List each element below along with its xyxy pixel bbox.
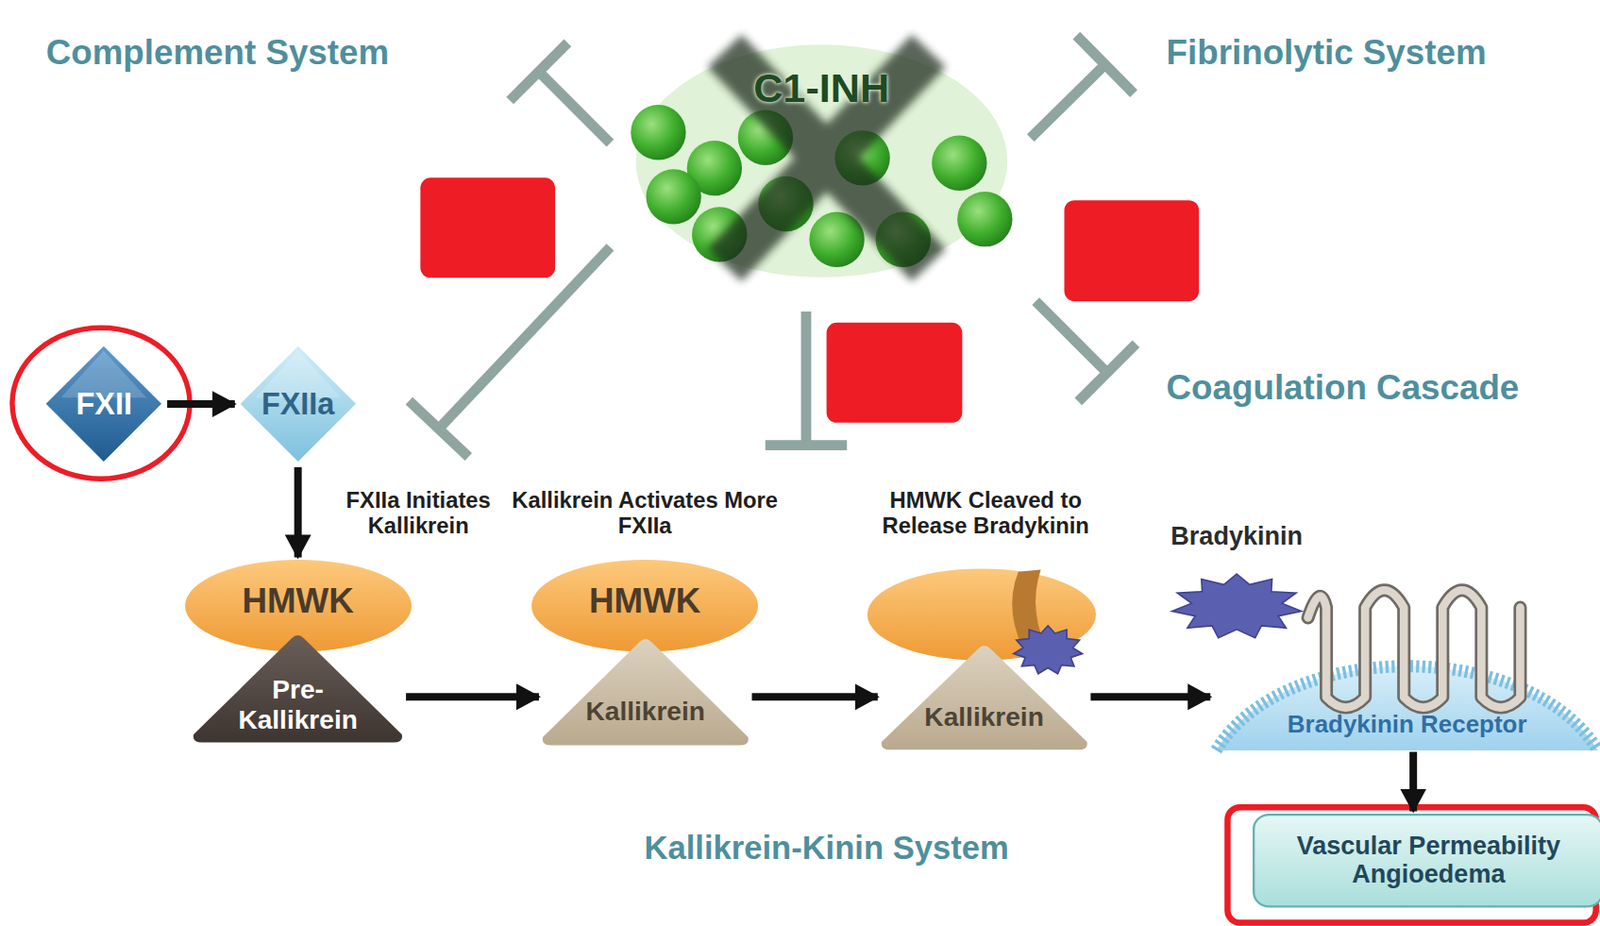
kallikrein-triangle: Kallikrein: [540, 638, 751, 746]
receptor-helix: [1308, 589, 1521, 708]
inhibition-line: [1035, 301, 1108, 373]
node-text: HMWK: [241, 581, 354, 621]
flow-arrow: [294, 467, 303, 557]
protein-ball: [630, 104, 686, 160]
receptor-membrane: Bradykinin Receptor: [1212, 587, 1600, 751]
node-text: C1-INH: [753, 65, 890, 111]
inhibition-bar: [1077, 343, 1136, 402]
ellipse: [531, 559, 758, 652]
redaction-box: [826, 322, 963, 423]
flow-arrow: [167, 400, 236, 408]
node-text: Vascular Permeability Angioedema: [1252, 831, 1600, 890]
node-text: Pre- Kallikrein: [226, 674, 370, 735]
redaction-box: [1063, 200, 1199, 302]
inhibition-bar: [509, 42, 568, 101]
node-text: FXII: [76, 387, 133, 422]
diamond: [238, 344, 357, 463]
inhibition-line: [1030, 64, 1106, 138]
kallikrein-triangle-shape: [879, 644, 1090, 750]
inhibition-line: [538, 71, 611, 144]
factor-diamond: FXII: [42, 342, 166, 466]
triangle: [881, 645, 1088, 750]
protein-ball: [645, 168, 701, 224]
triangle: [542, 639, 749, 745]
step-caption: FXIIa Initiates Kallikrein: [311, 486, 526, 539]
factor-diamond: FXIIa: [236, 342, 360, 466]
bradykinin-star: [1013, 625, 1083, 674]
protein-ball: [957, 191, 1012, 247]
system-label: Fibrinolytic System: [1166, 33, 1487, 73]
released-bradykinin: [1013, 625, 1083, 674]
flow-arrow: [752, 692, 878, 701]
outcome-box: Vascular Permeability Angioedema: [1252, 813, 1600, 908]
cross-mark: [724, 50, 928, 266]
highlight-circle: [12, 327, 190, 479]
inhibition-bar: [765, 439, 847, 451]
system-label: Coagulation Cascade: [1166, 368, 1520, 408]
inhibitor-cluster: C1-INH: [627, 40, 1016, 281]
inhibition-line: [801, 311, 812, 446]
flow-arrow: [1409, 752, 1417, 812]
halo: [635, 45, 1007, 278]
step-caption: HMWK Cleaved to Release Bradykinin: [860, 486, 1112, 539]
node-text: Kallikrein: [585, 696, 705, 726]
diamond: [45, 344, 164, 463]
star: [1172, 573, 1302, 639]
inhibition-lines: [408, 35, 1136, 457]
kallikrein-triangle: Kallikrein: [879, 644, 1090, 750]
system-label: Kallikrein-Kinin System: [561, 829, 1093, 868]
cross-mark: [724, 50, 928, 266]
node-text: Bradykinin Receptor: [1287, 710, 1528, 739]
inhibition-bar: [408, 401, 469, 457]
flow-arrow: [1090, 692, 1211, 701]
inhibition-bar: [1076, 35, 1134, 95]
prekallikrein-triangle: Pre- Kallikrein: [191, 634, 405, 743]
bradykinin-star-shape: [1171, 573, 1302, 640]
system-label: Complement System: [46, 33, 390, 73]
step-caption: Kallikrein Activates More FXIIa: [511, 486, 779, 539]
node-text: FXIIa: [261, 387, 335, 422]
redaction-box: [420, 177, 556, 278]
flow-arrow: [405, 692, 539, 701]
protein-ball: [931, 135, 987, 191]
triangle: [193, 635, 403, 742]
kallikrein-triangle-shape: [540, 638, 751, 746]
receptor-helix-outline: [1308, 589, 1521, 708]
node-text: Bradykinin: [1170, 522, 1303, 551]
bradykinin-star: Bradykinin: [1171, 573, 1302, 640]
node-text: Kallikrein: [924, 702, 1044, 732]
node-text: HMWK: [589, 581, 701, 621]
